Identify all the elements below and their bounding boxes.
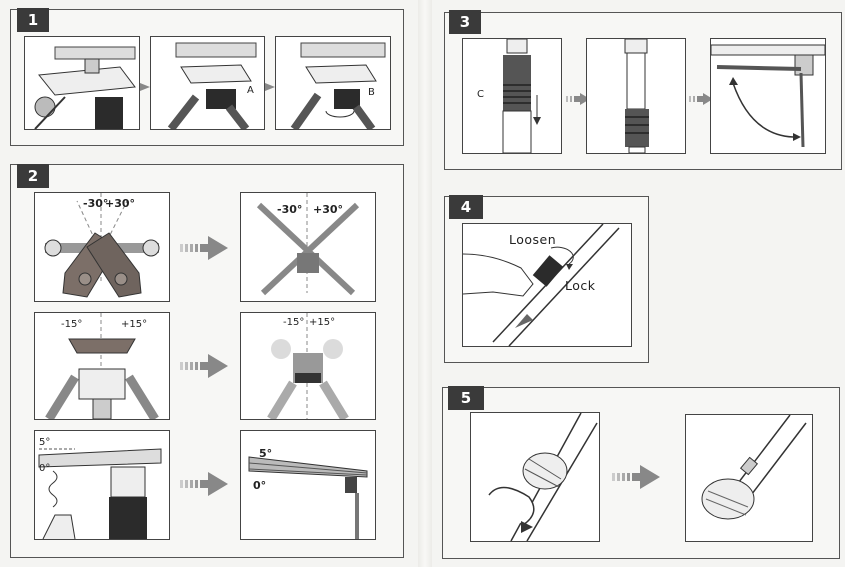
s2-r1-left-plus: +30°: [105, 197, 136, 210]
step-badge-5: 5: [448, 386, 484, 410]
s2-r1-right-minus: -30°: [277, 203, 303, 216]
s4-lock-label: Lock: [565, 278, 596, 293]
callout-a: A: [247, 85, 254, 96]
s2-r1-left-minus: -30°: [83, 197, 109, 210]
s2-row2-right-panel: -15° +15°: [240, 312, 376, 420]
s2-row1-left-panel: -30° +30°: [34, 192, 170, 302]
page-spine: [418, 0, 432, 567]
s2-r3-right-top: 5°: [259, 447, 273, 460]
callout-c: C: [477, 89, 484, 100]
step-badge-4: 4: [449, 195, 483, 219]
s2-r1-right-plus: +30°: [313, 203, 344, 216]
s1-arrow-2: [265, 76, 275, 95]
s3-panel-1: C: [462, 38, 562, 154]
s4-loosen-label: Loosen: [509, 232, 557, 247]
s5-arrow: [612, 465, 660, 493]
s2-row2-left-panel: -15° +15°: [34, 312, 170, 420]
s2-row1-arrow: [180, 236, 228, 264]
s2-r2-left-minus: -15°: [61, 319, 83, 330]
s1-panel-2: A: [150, 36, 265, 130]
s2-row1-right-panel: -30° +30°: [240, 192, 376, 302]
s4-panel: Loosen Lock: [462, 223, 632, 347]
s3-panel-3: [710, 38, 826, 154]
s1-arrow-1: [140, 76, 150, 95]
s2-r3-right-bottom: 0°: [253, 479, 267, 492]
callout-b: B: [368, 87, 375, 98]
s2-row2-arrow: [180, 354, 228, 382]
s2-row3-left-panel: 5° 0°: [34, 430, 170, 540]
s2-r2-left-plus: +15°: [121, 319, 148, 330]
s5-panel-1: [470, 412, 600, 542]
s2-r3-left-top: 5°: [39, 437, 51, 448]
s2-r3-left-bottom: 0°: [39, 463, 51, 474]
s2-r2-right-minus: -15°: [283, 317, 305, 328]
step-badge-1: 1: [17, 8, 49, 32]
s3-arrow-1: [566, 90, 590, 109]
s2-row3-arrow: [180, 472, 228, 500]
s3-panel-2: [586, 38, 686, 154]
step-badge-3: 3: [449, 10, 481, 34]
step-badge-2: 2: [17, 164, 49, 188]
s2-row3-right-panel: 5° 0°: [240, 430, 376, 540]
s1-panel-1: [24, 36, 140, 130]
s1-panel-3: B: [275, 36, 391, 130]
s2-r2-right-plus: +15°: [309, 317, 336, 328]
s3-arrow-2: [689, 90, 713, 109]
s5-panel-2: [685, 414, 813, 542]
